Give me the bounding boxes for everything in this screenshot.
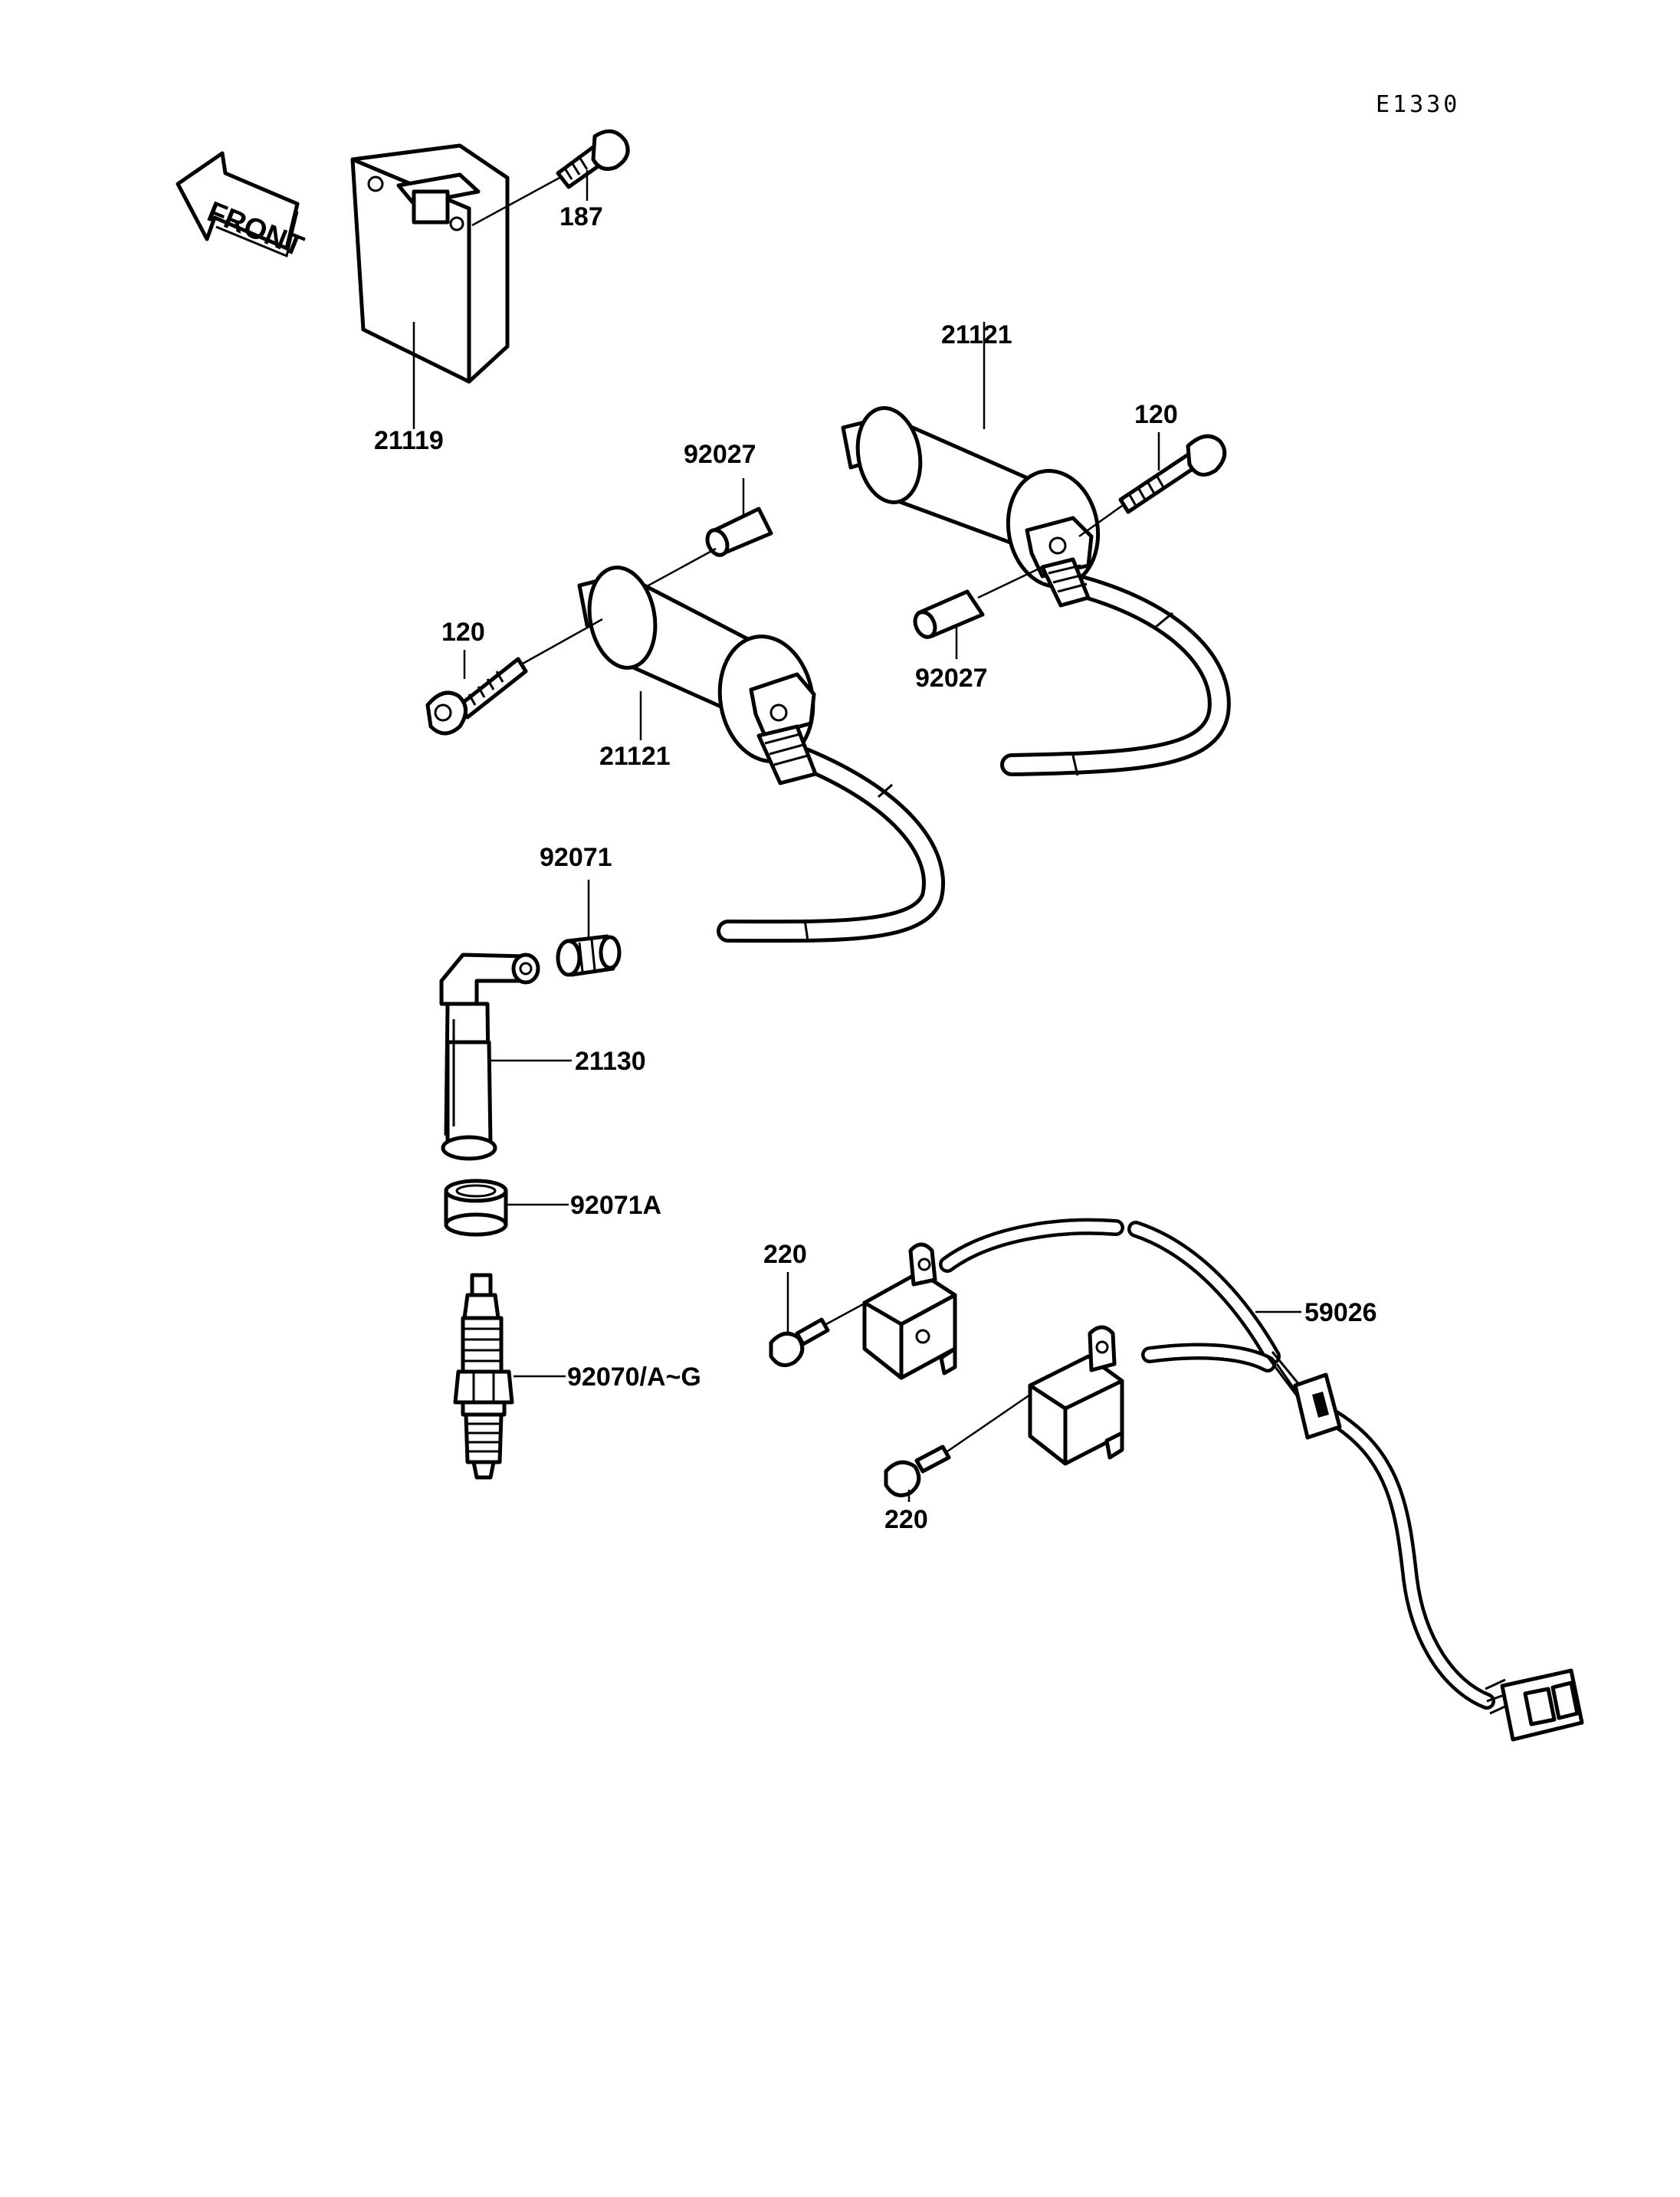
leader-187	[471, 176, 560, 227]
bolt-120-left	[425, 657, 528, 736]
spark-plug-92070	[453, 1273, 514, 1480]
label-92027-upper: 92027	[684, 440, 756, 469]
diagram-code: E1330	[1376, 91, 1460, 118]
screw-187	[556, 129, 630, 189]
collar-92027-lower	[913, 589, 985, 639]
ignition-coil-upper-21121	[841, 406, 1231, 776]
label-21121-upper: 21121	[941, 320, 1012, 349]
front-arrow-icon: FRONT	[176, 151, 308, 263]
label-21119: 21119	[374, 426, 444, 455]
ignition-coil-lower-21121	[577, 566, 945, 943]
label-59026: 59026	[1304, 1298, 1377, 1327]
label-92027-lower: 92027	[915, 664, 988, 693]
screw-220-upper	[769, 1317, 830, 1368]
wiring-harness-59026	[939, 1218, 1584, 1742]
label-120-left: 120	[441, 618, 485, 647]
label-187: 187	[559, 202, 603, 231]
leader-120-left	[522, 618, 603, 665]
leader-220-upper	[825, 1303, 864, 1326]
leader-120-right	[1078, 504, 1123, 538]
label-92070: 92070/A~G	[567, 1362, 701, 1392]
label-92071: 92071	[540, 843, 612, 872]
rubber-cap-92071	[556, 934, 622, 977]
label-120-right: 120	[1134, 400, 1178, 429]
pickup-coil-upper	[862, 1242, 957, 1380]
bolt-120-right	[1118, 434, 1227, 514]
label-92071A: 92071A	[570, 1191, 661, 1220]
ring-92071A	[444, 1179, 508, 1237]
collar-92027-upper	[705, 507, 773, 557]
leader-92027-lower-coil	[977, 566, 1043, 599]
label-220-lower: 220	[884, 1505, 928, 1534]
plug-cap-21130	[439, 953, 540, 1161]
pickup-coil-lower	[1028, 1325, 1124, 1466]
igniter-unit-21119	[350, 143, 510, 384]
label-21121-lower: 21121	[599, 742, 671, 771]
screw-220-lower	[884, 1444, 951, 1497]
leader-220-lower	[947, 1393, 1031, 1453]
label-220-upper: 220	[763, 1240, 807, 1269]
label-21130: 21130	[575, 1047, 646, 1076]
